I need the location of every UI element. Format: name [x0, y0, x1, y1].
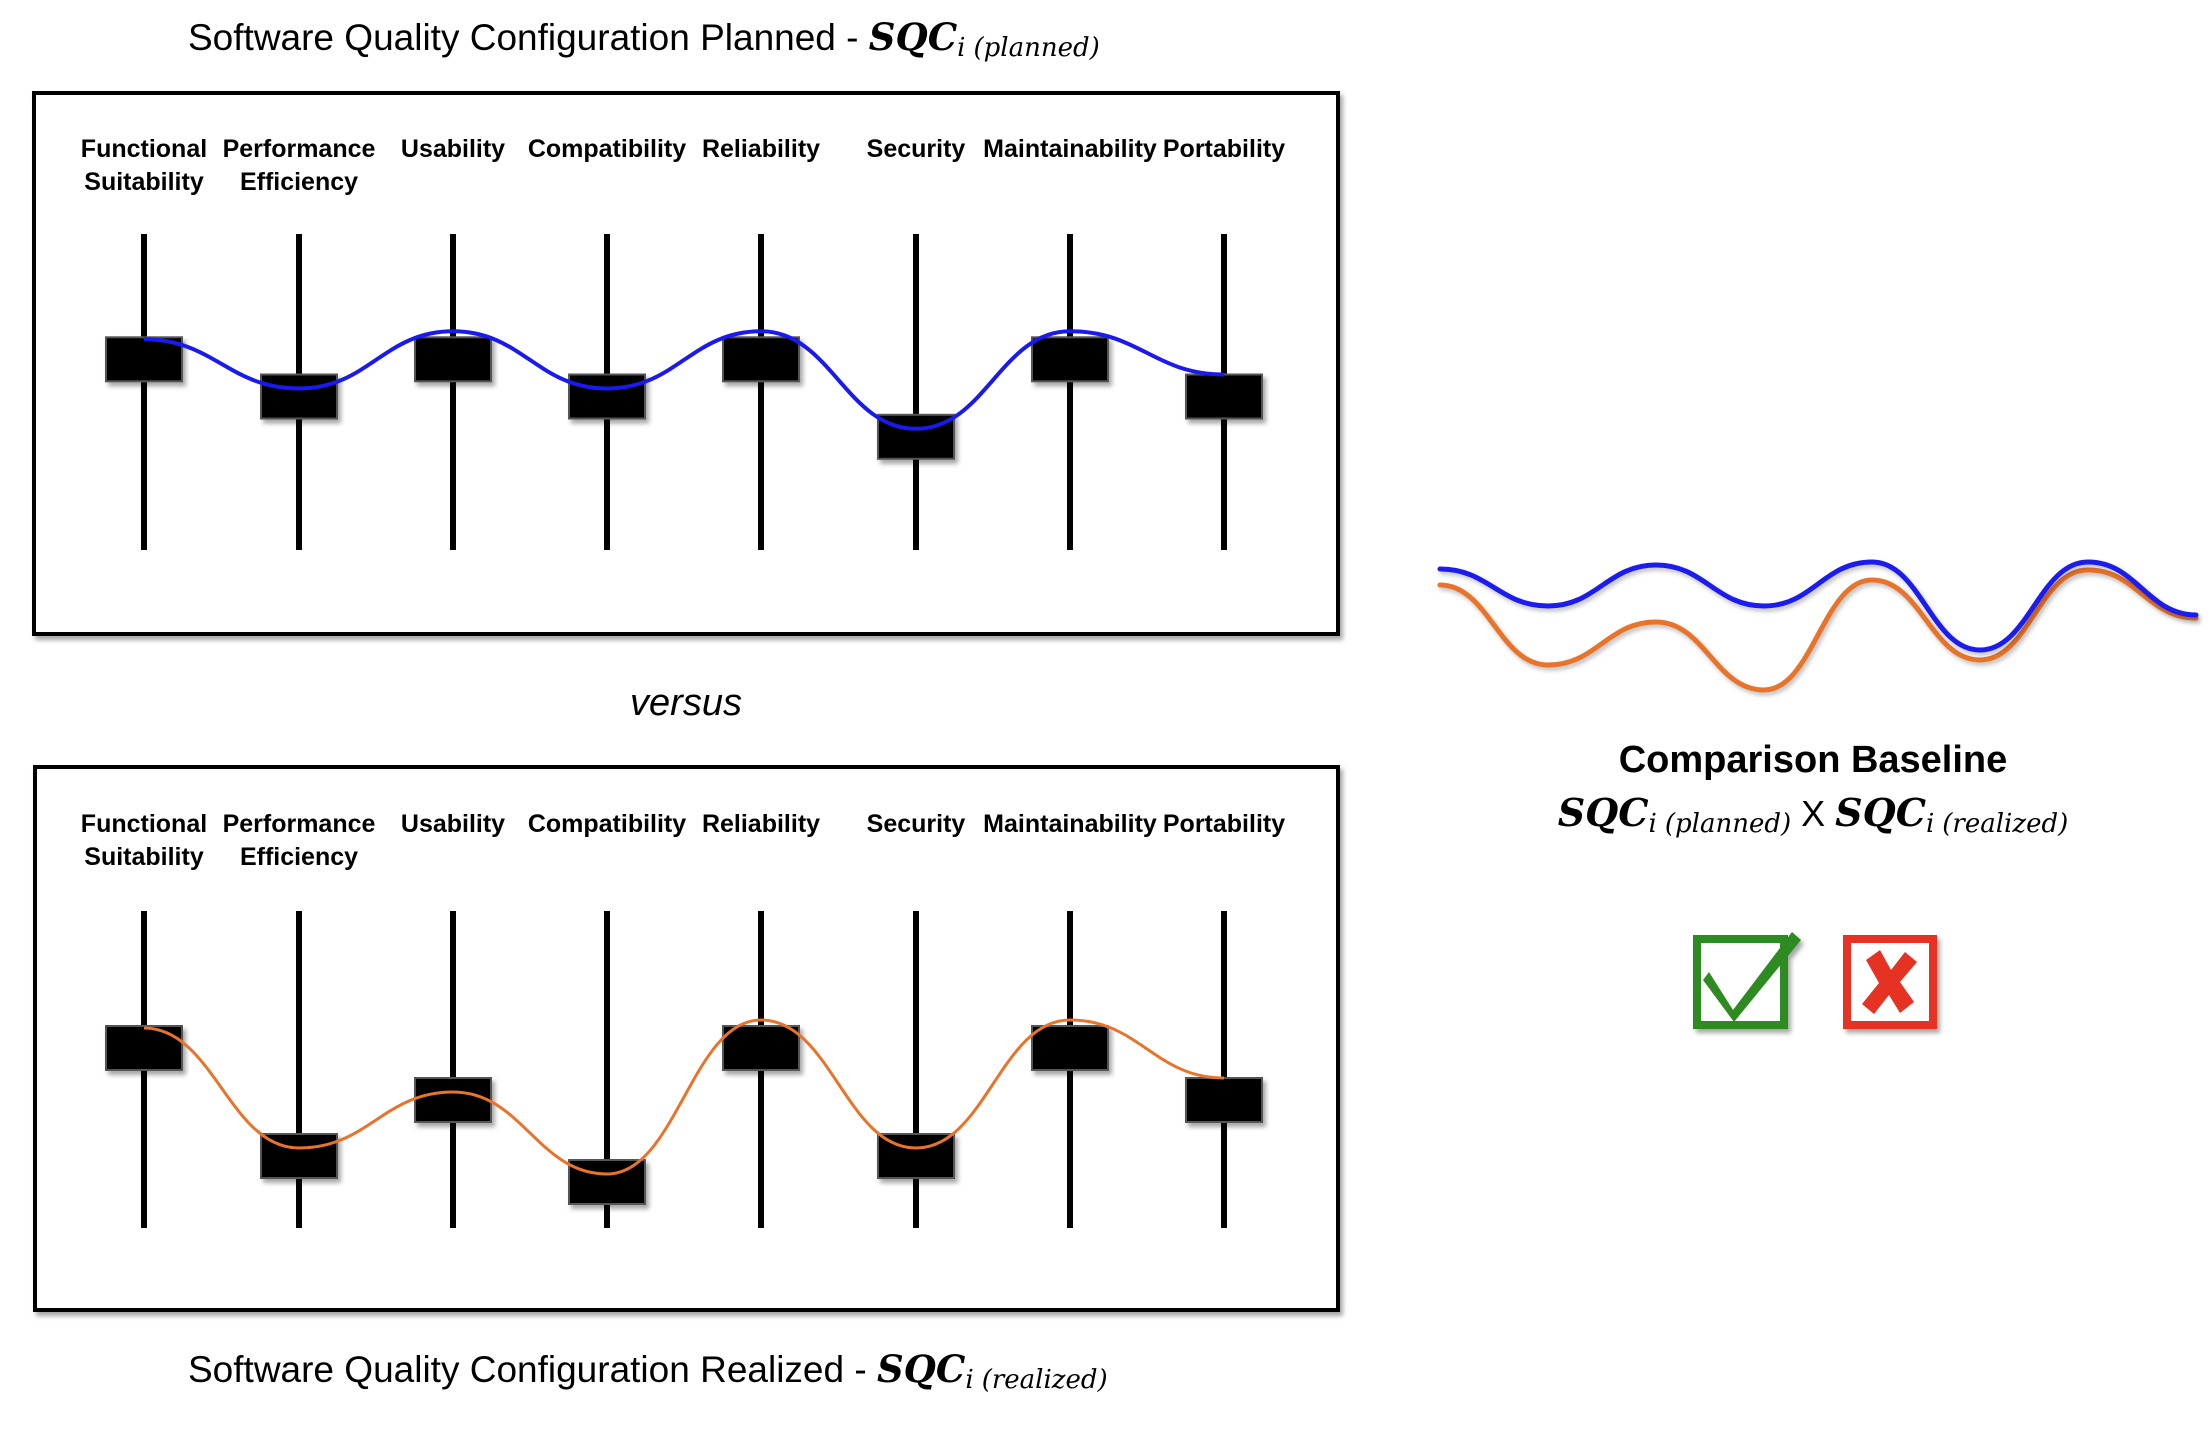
realized-label-line: Performance — [223, 810, 376, 838]
realized-slider-knob[interactable] — [722, 1025, 800, 1071]
realized-panel — [33, 765, 1340, 1312]
planned-panel — [32, 91, 1340, 636]
comparison-realized-wave — [1437, 567, 2199, 693]
planned-label-line: Functional — [81, 135, 207, 163]
realized-label-5: Reliability — [702, 810, 820, 838]
realized-slider-knob[interactable] — [105, 1025, 183, 1071]
realized-label-line: Portability — [1163, 810, 1285, 838]
check-icon — [1693, 932, 1801, 1029]
realized-label-line: Maintainability — [983, 810, 1157, 838]
cross-icon — [1843, 935, 1937, 1029]
realized-label-8: Portability — [1163, 810, 1285, 838]
realized-label-line: Compatibility — [528, 810, 686, 838]
planned-label-line: Reliability — [702, 135, 820, 163]
planned-title-subscript: (planned) — [974, 33, 1100, 63]
planned-slider-knob[interactable] — [105, 336, 183, 383]
planned-slider-knob[interactable] — [722, 336, 800, 383]
planned-label-line: Compatibility — [528, 135, 686, 163]
planned-label-line: Suitability — [84, 168, 204, 196]
realized-label-line: Functional — [81, 810, 207, 838]
realized-label-line: Efficiency — [240, 843, 358, 871]
planned-label-line: Portability — [1163, 135, 1285, 163]
realized-label-line: Reliability — [702, 810, 820, 838]
planned-title: Software Quality Configuration Planned -… — [188, 15, 1100, 63]
realized-slider-knob[interactable] — [1031, 1025, 1109, 1071]
realized-title-symbol: SQC — [877, 1347, 966, 1391]
realized-slider-knob[interactable] — [1185, 1077, 1263, 1123]
comparison-operator: X — [1801, 793, 1825, 834]
realized-label-line: Usability — [401, 810, 505, 838]
planned-label-6: Security — [867, 135, 966, 163]
realized-slider-knob[interactable] — [414, 1077, 492, 1123]
planned-label-7: Maintainability — [983, 135, 1157, 163]
planned-title-symbol: SQC — [869, 15, 958, 59]
realized-title-index: i — [965, 1365, 973, 1395]
planned-label-5: Reliability — [702, 135, 820, 163]
comparison-left-symbol: SQC — [1558, 790, 1649, 835]
comparison-waves — [1437, 559, 2199, 693]
comparison-planned-wave — [1437, 559, 2199, 653]
comparison-right-index: i — [1926, 809, 1934, 839]
planned-label-4: Compatibility — [528, 135, 686, 163]
comparison-left-subscript: (planned) — [1665, 809, 1791, 839]
planned-slider-knob[interactable] — [1031, 336, 1109, 383]
comparison-title: Comparison Baseline — [1619, 739, 2008, 781]
realized-quality-curve — [143, 1018, 1225, 1176]
comparison-right-subscript: (realized) — [1942, 809, 2068, 839]
planned-label-line: Performance — [223, 135, 376, 163]
realized-label-7: Maintainability — [983, 810, 1157, 838]
planned-slider-knob[interactable] — [1185, 373, 1263, 420]
planned-label-line: Security — [867, 135, 966, 163]
comparison-right-symbol: SQC — [1835, 790, 1926, 835]
realized-title-text: Software Quality Configuration Realized … — [188, 1349, 877, 1390]
planned-label-line: Usability — [401, 135, 505, 163]
versus-label: versus — [630, 682, 742, 724]
planned-slider-knob[interactable] — [260, 373, 338, 420]
comparison-left-index: i — [1649, 809, 1657, 839]
realized-label-4: Compatibility — [528, 810, 686, 838]
planned-slider-knob[interactable] — [414, 336, 492, 383]
planned-title-text: Software Quality Configuration Planned - — [188, 17, 869, 58]
realized-title: Software Quality Configuration Realized … — [188, 1347, 1108, 1395]
planned-label-line: Efficiency — [240, 168, 358, 196]
realized-label-line: Suitability — [84, 843, 204, 871]
realized-label-3: Usability — [401, 810, 505, 838]
planned-label-8: Portability — [1163, 135, 1285, 163]
planned-quality-curve — [143, 329, 1225, 431]
planned-slider-knob[interactable] — [568, 373, 646, 420]
realized-label-line: Security — [867, 810, 966, 838]
realized-title-subscript: (realized) — [982, 1365, 1108, 1395]
planned-label-line: Maintainability — [983, 135, 1157, 163]
realized-label-6: Security — [867, 810, 966, 838]
planned-title-index: i — [957, 33, 965, 63]
planned-label-3: Usability — [401, 135, 505, 163]
